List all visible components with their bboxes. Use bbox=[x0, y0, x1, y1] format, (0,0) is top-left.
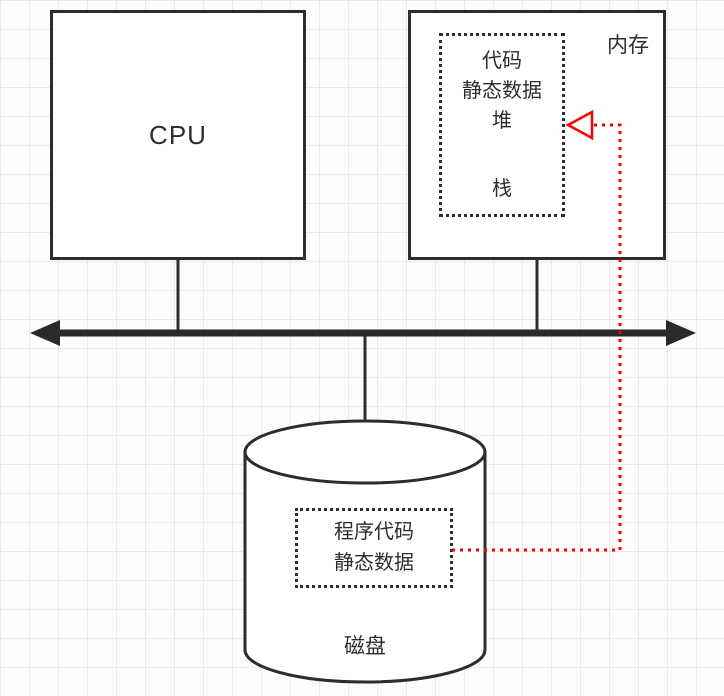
disk-cylinder-top bbox=[243, 419, 487, 485]
disk-static-data: 静态数据 bbox=[334, 552, 414, 574]
bus-arrowhead-right bbox=[666, 320, 696, 346]
disk-program-code: 程序代码 bbox=[334, 521, 414, 543]
memory-label: 内存 bbox=[607, 34, 649, 57]
memory-segment-static-data: 静态数据 bbox=[462, 80, 542, 102]
cpu-box: CPU bbox=[50, 10, 306, 260]
memory-segment-code: 代码 bbox=[482, 50, 522, 72]
memory-segments-box: 代码 静态数据 堆 栈 bbox=[439, 33, 565, 217]
memory-segment-stack: 栈 bbox=[492, 178, 512, 200]
cpu-label: CPU bbox=[149, 119, 207, 150]
memory-segment-heap: 堆 bbox=[492, 110, 512, 132]
disk-label: 磁盘 bbox=[344, 635, 386, 658]
disk-contents-box: 程序代码 静态数据 bbox=[295, 508, 453, 588]
memory-box: 内存 代码 静态数据 堆 栈 bbox=[408, 10, 666, 260]
bus-arrowhead-left bbox=[30, 320, 60, 346]
